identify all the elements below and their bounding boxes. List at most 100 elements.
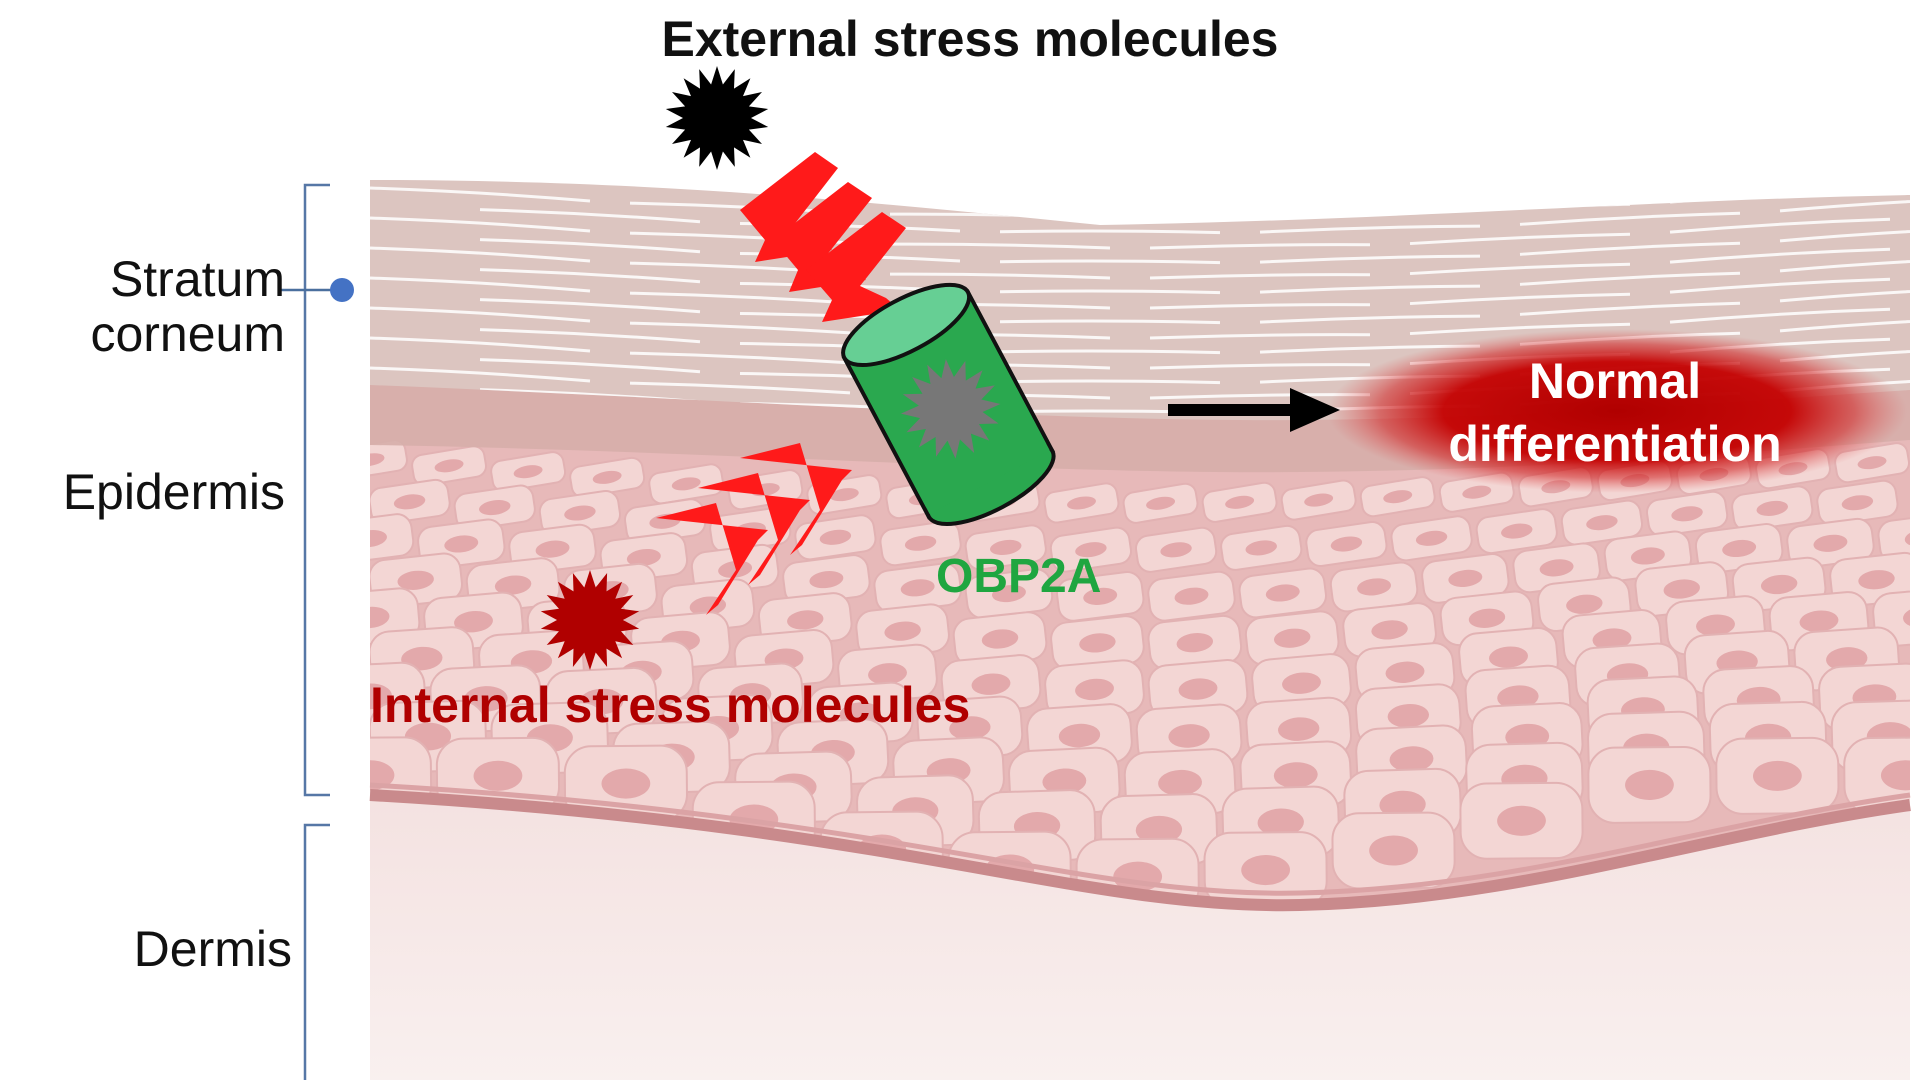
epidermal-cell: [964, 568, 1054, 619]
dermis-label: Dermis: [133, 921, 292, 977]
epidermis-cells: [370, 439, 1910, 906]
corneocyte-line: [1259, 224, 1481, 234]
epidermal-cell: [490, 451, 567, 493]
internal-chevrons: [656, 443, 852, 615]
epidermal-cell: [1201, 481, 1278, 523]
epidermal-cell: [1280, 479, 1357, 521]
epidermal-cell: [1050, 615, 1145, 671]
chevron-icon: [740, 443, 852, 555]
corneocyte-line: [1519, 241, 1741, 256]
corneocyte-line: [1779, 196, 1910, 213]
epidermal-cell: [1786, 517, 1875, 569]
epidermal-cell: [1715, 736, 1840, 815]
corneocyte-line: [1149, 303, 1371, 310]
corneocyte-line: [1259, 254, 1481, 264]
corneocyte-line: [479, 358, 701, 374]
normal-differentiation-label: Normal differentiation: [1448, 353, 1782, 472]
stratum-corneum-lines: [370, 186, 1910, 415]
corneocyte-line: [370, 366, 591, 383]
epidermal-cell: [1331, 811, 1456, 890]
corneocyte-line: [629, 351, 851, 365]
epidermal-cell: [1147, 614, 1243, 671]
corneocyte-line: [1779, 286, 1910, 303]
corneocyte-line: [479, 328, 701, 344]
epidermal-cell: [794, 514, 877, 561]
dermis-layer: [370, 800, 1910, 1080]
external-chevrons: [740, 152, 906, 322]
corneocyte-line: [370, 246, 591, 263]
corneocyte-line: [1409, 262, 1631, 276]
epidermal-cell: [1475, 508, 1558, 555]
external-stress-label: External stress molecules: [661, 11, 1279, 67]
epidermal-cell: [879, 520, 962, 567]
corneocyte-line: [370, 216, 591, 233]
corneocyte-line: [889, 272, 1111, 280]
corneocyte-line: [1669, 307, 1891, 324]
internal-stress-label: Internal stress molecules: [370, 677, 971, 733]
chevron-icon: [656, 503, 768, 615]
corneocyte-line: [1519, 271, 1741, 286]
chevron-icon: [740, 152, 838, 262]
chevron-icon: [698, 473, 810, 585]
epidermal-cell: [1147, 570, 1236, 622]
corneocyte-line: [1669, 217, 1891, 234]
epidermal-cell: [1043, 482, 1120, 524]
epidermal-cell: [1731, 485, 1814, 532]
corneocyte-line: [370, 306, 591, 323]
obp2a-label: OBP2A: [936, 550, 1102, 603]
corneocyte-line: [629, 291, 851, 305]
corneocyte-line: [999, 289, 1221, 295]
basement-membrane-inner: [369, 782, 1911, 896]
epidermal-cell: [1134, 526, 1218, 573]
corneocyte-line: [1519, 301, 1741, 316]
corneocyte-line: [479, 268, 701, 284]
stratum-pointer-dot: [330, 278, 354, 302]
corneocyte-line: [1149, 273, 1371, 280]
corneocyte-line: [889, 242, 1111, 250]
corneocyte-line: [1149, 243, 1371, 250]
corneocyte-line: [479, 208, 701, 224]
epidermal-cell: [1044, 659, 1145, 720]
epidermal-cell: [1694, 523, 1784, 574]
epidermal-cell: [1049, 526, 1133, 573]
epidermal-cell: [1329, 561, 1419, 613]
corneocyte-line: [1259, 314, 1481, 324]
epidermal-cell: [1122, 482, 1199, 524]
corneocyte-line: [1779, 256, 1910, 273]
epidermal-cell: [1238, 567, 1327, 619]
epidermal-cell: [1872, 586, 1910, 648]
corneocyte-line: [1409, 232, 1631, 246]
corneocyte-line: [1149, 333, 1371, 340]
epidermal-cell: [1305, 521, 1388, 568]
corneocyte-line: [999, 319, 1221, 325]
obp2a-cylinder-icon: [841, 282, 1056, 526]
dermis-bracket: [303, 823, 330, 1080]
external-molecule-starburst-icon: [665, 66, 769, 170]
epidermal-cell: [1359, 476, 1436, 518]
corneocyte-line: [999, 379, 1221, 385]
corneocyte-line: [1669, 247, 1891, 264]
corneocyte-line: [1519, 211, 1741, 226]
normal-differentiation-glow: [1327, 329, 1907, 493]
stratum-corneum-label: Stratum corneum: [90, 251, 285, 362]
corneocyte-line: [370, 276, 591, 293]
chevron-icon: [773, 182, 872, 292]
epidermal-cell: [873, 562, 962, 614]
corneocyte-line: [370, 336, 591, 353]
corneocyte-line: [999, 229, 1221, 235]
epidermis-bracket: [303, 183, 330, 797]
arrow-right-icon: [1168, 388, 1340, 432]
epidermal-cell: [1220, 524, 1303, 571]
corneocyte-line: [629, 381, 851, 395]
corneocyte-line: [1779, 316, 1910, 333]
epidermal-cell: [952, 611, 1048, 667]
corneocyte-line: [1669, 277, 1891, 294]
epidermal-cell: [1877, 512, 1910, 564]
corneocyte-line: [1259, 284, 1481, 294]
corneocyte-line: [479, 238, 701, 254]
epidermal-cell: [1459, 781, 1584, 860]
chevron-icon: [806, 212, 906, 322]
epidermal-cell: [1203, 831, 1328, 906]
epidermal-cell: [411, 445, 487, 487]
